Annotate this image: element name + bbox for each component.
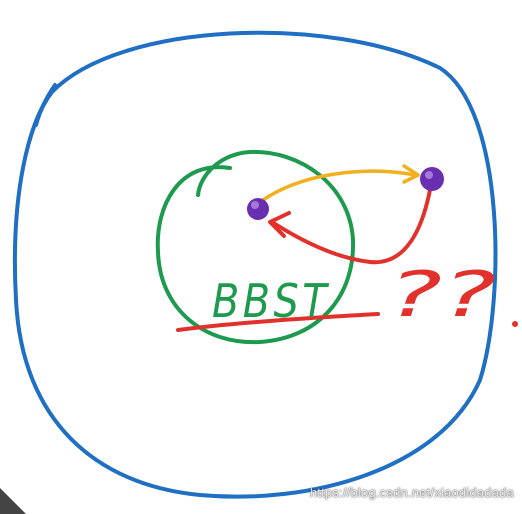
- outer-ellipse: [12, 30, 498, 499]
- bbst-label: BBST: [212, 274, 330, 328]
- corner-mark: [0, 488, 26, 514]
- outer-ellipse-tick: [34, 83, 57, 127]
- left-node-dot-node-icon: [247, 198, 269, 220]
- red-arrow-head-icon: [268, 211, 291, 238]
- yellow-arrow: [261, 169, 417, 202]
- trailing-dot: [512, 321, 518, 327]
- watermark-url: https://blog.csdn.net/xiaodidadada: [309, 485, 514, 500]
- yellow-arrow-head-icon: [402, 164, 420, 184]
- red-arrow: [270, 188, 432, 265]
- question-marks: ??: [388, 258, 496, 331]
- inner-circle: [155, 149, 356, 345]
- red-underline: [176, 312, 380, 332]
- right-node-dot-node-icon: [420, 167, 444, 191]
